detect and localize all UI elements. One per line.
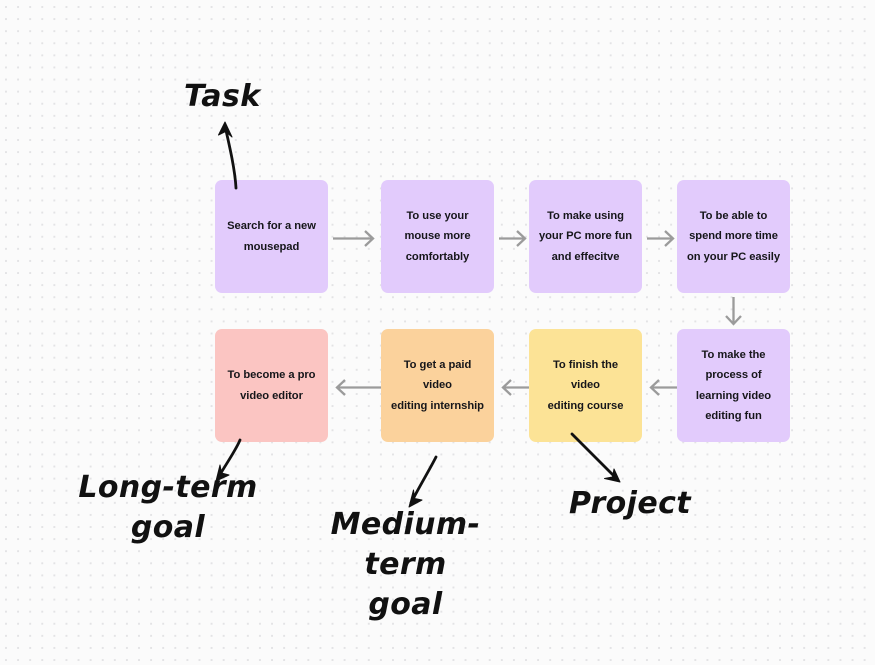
connector-arrow-down	[725, 297, 742, 326]
connector-arrow-right-2	[499, 230, 527, 247]
flow-node-label: To make the process of learning video ed…	[695, 348, 772, 423]
flow-node-label: To make using your PC more fun and effec…	[538, 209, 633, 263]
flow-node-label: To become a pro video editor	[227, 369, 316, 402]
annotation-arrow-long-term-goal	[215, 438, 242, 482]
annotation-label-task: Task	[184, 79, 261, 114]
flow-node-label: To be able to spend more time on your PC…	[686, 209, 781, 263]
connector-arrow-left-1	[649, 379, 677, 396]
annotation-arrow-task	[218, 121, 238, 190]
connector-arrow-right-3	[647, 230, 675, 247]
annotation-arrow-medium-term-goal	[408, 455, 438, 508]
flow-node-label: To finish the video editing course	[547, 358, 624, 412]
connector-arrow-left-3	[335, 379, 381, 396]
flow-node-label: To use your mouse more comfortably	[404, 209, 471, 263]
connector-arrow-left-2	[501, 379, 529, 396]
annotation-label-medium-term-goal: Medium-term goal	[330, 507, 481, 622]
connector-arrow-right-1	[333, 230, 375, 247]
flow-node-task-3[interactable]: To make using your PC more fun and effec…	[529, 180, 642, 293]
flow-node-medium-term-goal[interactable]: To get a paid video editing internship	[381, 329, 494, 442]
annotation-label-project: Project	[569, 486, 692, 521]
flow-node-label: Search for a new mousepad	[227, 220, 316, 253]
flow-node-task-1[interactable]: Search for a new mousepad	[215, 180, 328, 293]
flow-node-label: To get a paid video editing internship	[391, 358, 484, 412]
flow-node-long-term-goal[interactable]: To become a pro video editor	[215, 329, 328, 442]
flow-node-task-2[interactable]: To use your mouse more comfortably	[381, 180, 494, 293]
flow-node-task-5[interactable]: To make the process of learning video ed…	[677, 329, 790, 442]
annotation-arrow-project	[570, 432, 621, 483]
flow-node-project[interactable]: To finish the video editing course	[529, 329, 642, 442]
flow-node-task-4[interactable]: To be able to spend more time on your PC…	[677, 180, 790, 293]
